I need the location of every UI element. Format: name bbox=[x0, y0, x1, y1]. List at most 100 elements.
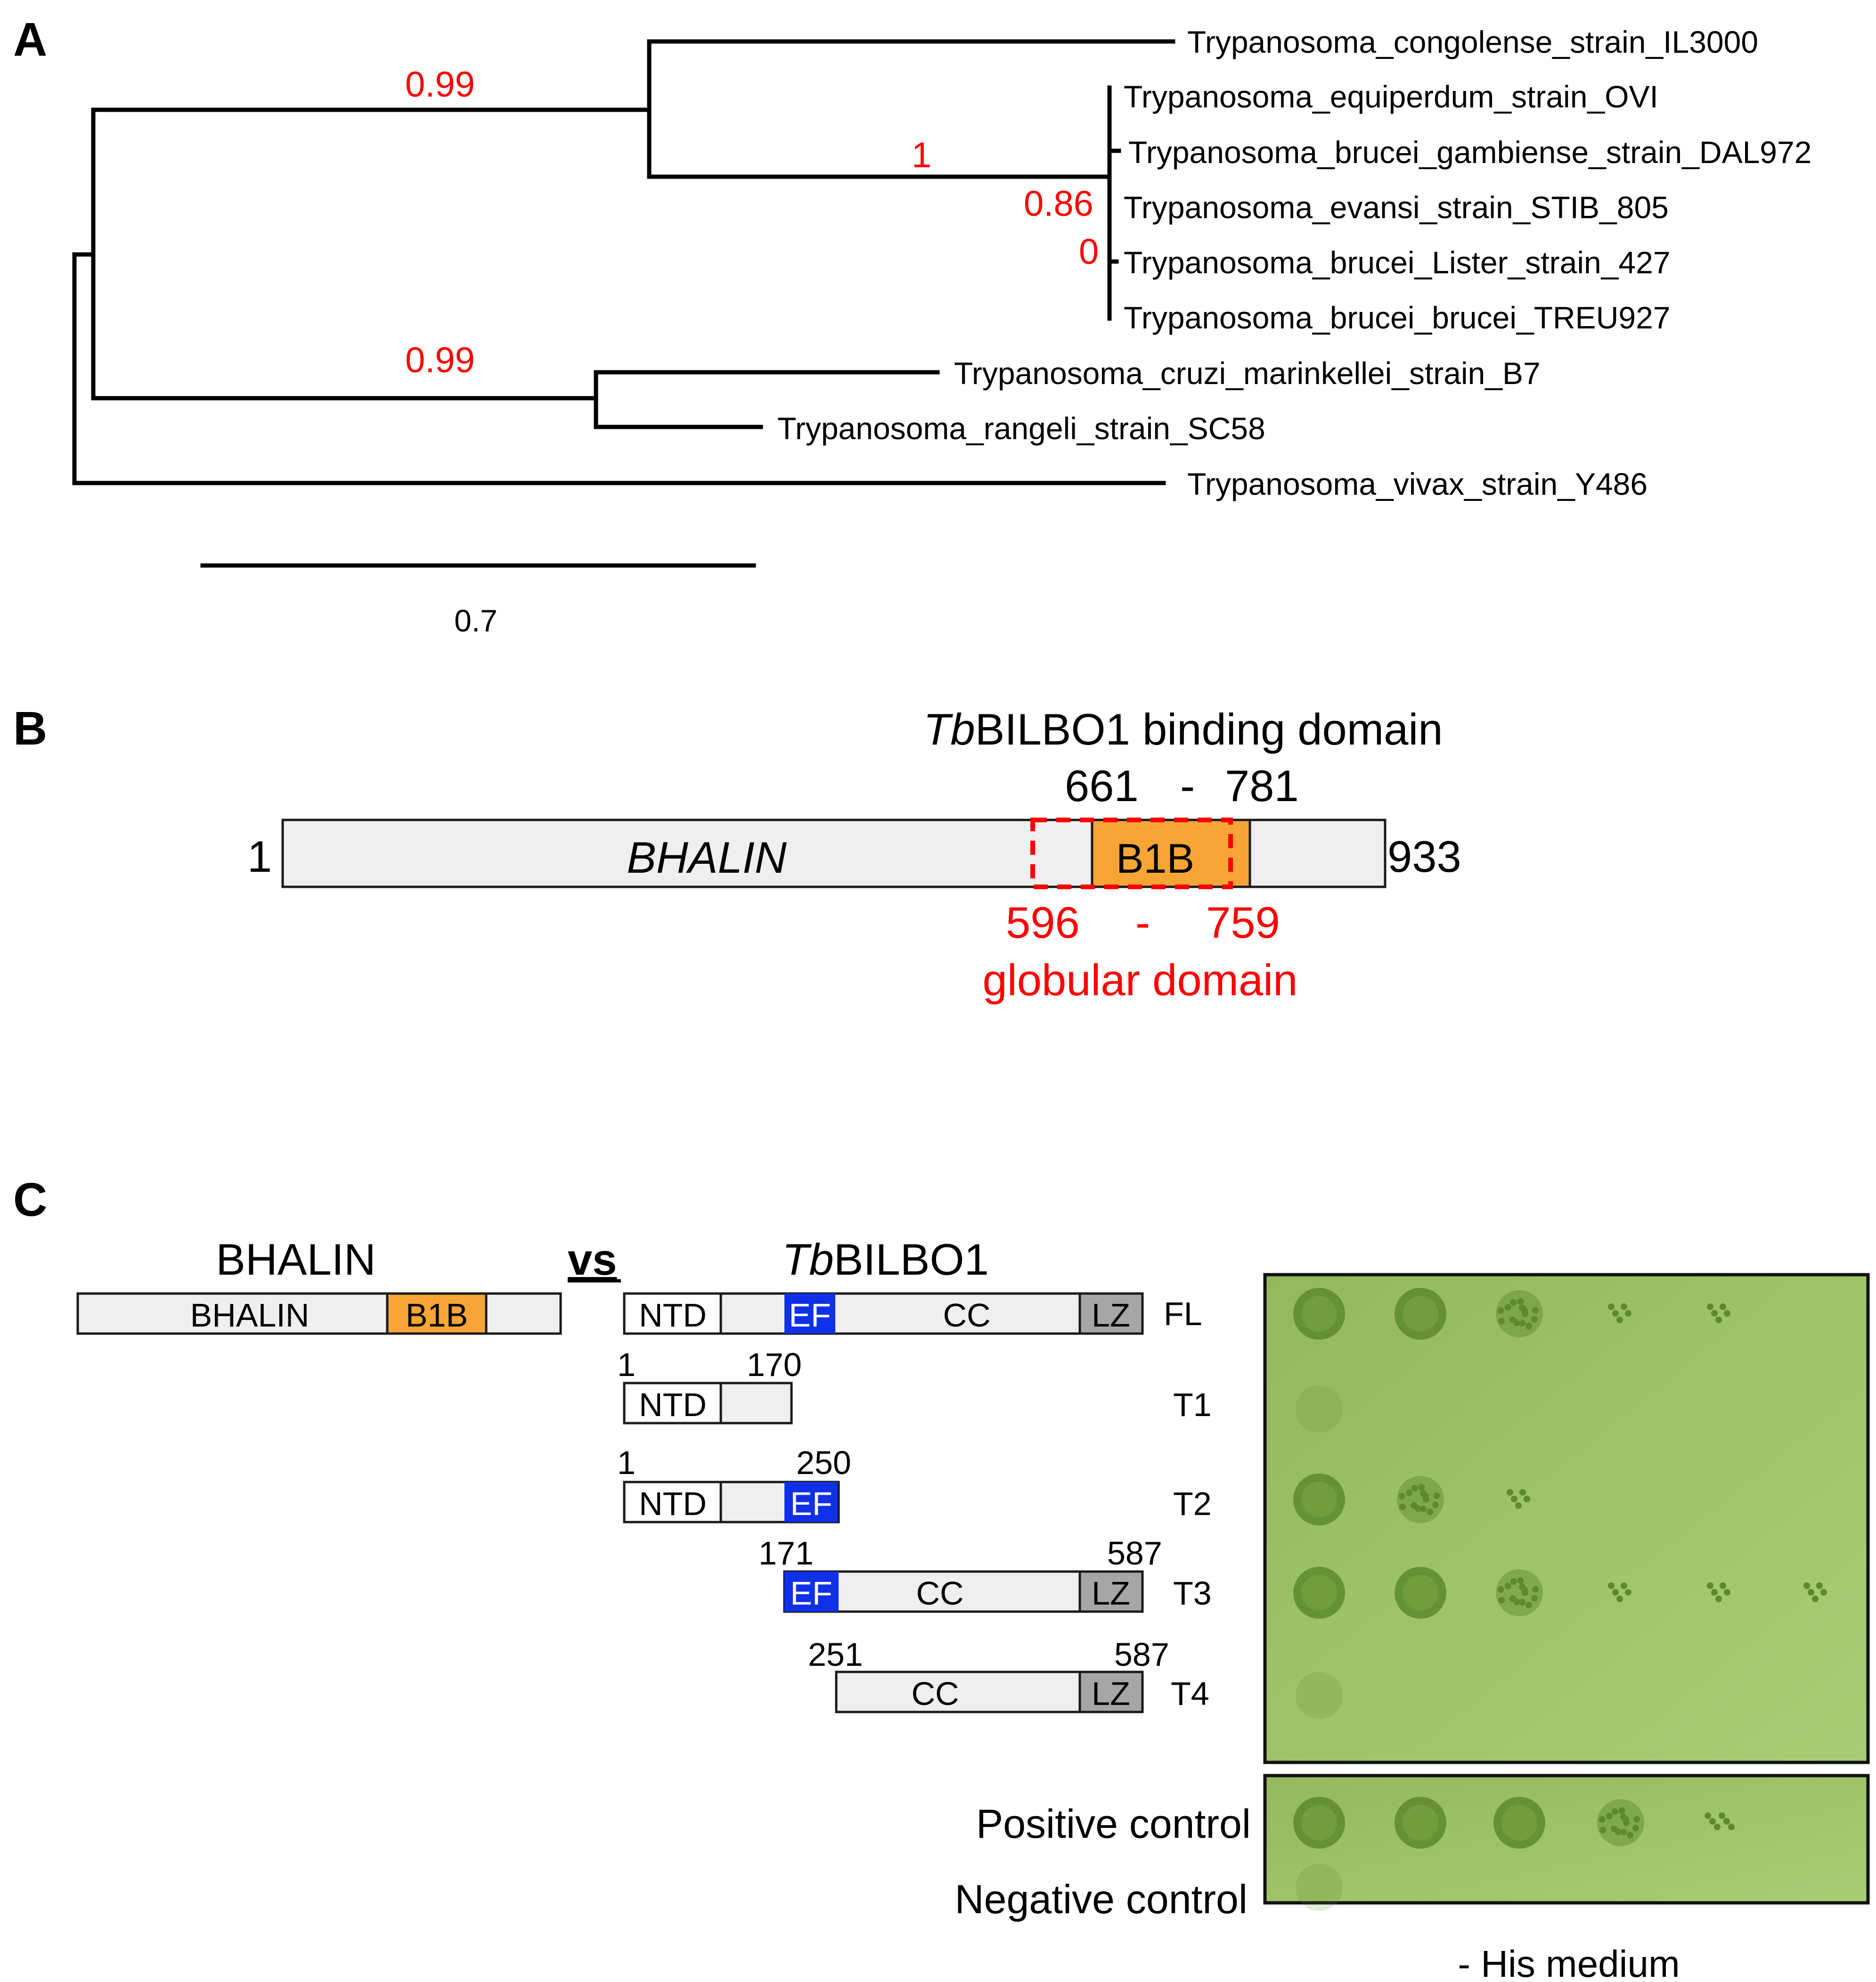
colony-dot bbox=[1517, 1577, 1524, 1584]
colony-dot bbox=[1504, 1303, 1511, 1310]
taxon-label: Trypanosoma_brucei_gambiense_strain_DAL9… bbox=[1128, 135, 1811, 170]
binding-domain-title-italic: Tb bbox=[923, 704, 975, 754]
bait-title: BHALIN bbox=[216, 1235, 376, 1284]
colony-dot bbox=[1705, 1812, 1711, 1819]
colony-dot bbox=[1599, 1816, 1606, 1823]
panel-c-label: C bbox=[13, 1173, 47, 1226]
colony-dot bbox=[1715, 1596, 1722, 1602]
construct-name: T4 bbox=[1171, 1675, 1209, 1712]
vs-label: vs bbox=[568, 1235, 617, 1284]
colony-dot bbox=[1510, 1578, 1517, 1585]
colony-dot bbox=[1405, 1489, 1412, 1496]
colony-dot bbox=[1707, 1582, 1713, 1589]
binding-domain-title: TbBILBO1 binding domain bbox=[923, 704, 1443, 754]
construct-start-residue: 171 bbox=[759, 1535, 814, 1572]
colony-dot bbox=[1728, 1824, 1735, 1830]
colony-dot bbox=[1532, 1586, 1539, 1593]
lz-label: LZ bbox=[1092, 1675, 1130, 1712]
medium-label: - His medium bbox=[1458, 1943, 1680, 1982]
colony-dot bbox=[1632, 1825, 1639, 1832]
colony-dot bbox=[1820, 1589, 1827, 1596]
lz-domain bbox=[1078, 1671, 1144, 1713]
colony-dot bbox=[1515, 1502, 1522, 1509]
colony-dot bbox=[1711, 1589, 1718, 1596]
colony-dot bbox=[1627, 1832, 1634, 1839]
colony-dot bbox=[1498, 1318, 1505, 1325]
growth-spot-center bbox=[1403, 1805, 1438, 1841]
colony-dot bbox=[1611, 1808, 1618, 1815]
ef-label: EF bbox=[789, 1297, 831, 1334]
colony-dot bbox=[1625, 1589, 1631, 1596]
taxon-label: Trypanosoma_vivax_strain_Y486 bbox=[1187, 467, 1648, 501]
colony-dot bbox=[1399, 1503, 1406, 1510]
colony-dot bbox=[1715, 1317, 1722, 1323]
colony-dot bbox=[1511, 1496, 1517, 1502]
bait-b1b-label: B1B bbox=[406, 1297, 468, 1334]
colony-dot bbox=[1719, 1812, 1725, 1819]
colony-dot bbox=[1427, 1508, 1434, 1515]
panel-a-label: A bbox=[13, 13, 47, 66]
prey-title: TbBILBO1 bbox=[782, 1235, 989, 1284]
colony-dot bbox=[1803, 1582, 1810, 1589]
taxon-label: Trypanosoma_cruzi_marinkellei_strain_B7 bbox=[954, 356, 1541, 391]
colony-dot bbox=[1414, 1505, 1421, 1512]
colony-dot bbox=[1616, 1596, 1623, 1602]
colony-dot bbox=[1621, 1582, 1627, 1589]
colony-dot bbox=[1720, 1303, 1726, 1310]
support-values: 0.99 1 0.86 0 0.99 bbox=[405, 65, 1099, 380]
colony-dot bbox=[1633, 1816, 1640, 1823]
ntd-domain bbox=[623, 1481, 722, 1523]
taxon-label: Trypanosoma_brucei_brucei_TREU927 bbox=[1124, 300, 1670, 335]
construct-t3: 171 587 EF CC LZ T3 bbox=[759, 1535, 1212, 1613]
colony-dot bbox=[1518, 1583, 1525, 1590]
bait-bar bbox=[76, 1292, 562, 1335]
colony-dot bbox=[1518, 1304, 1525, 1311]
growth-spot-center bbox=[1301, 1296, 1337, 1332]
protein-start-number: 1 bbox=[247, 832, 272, 881]
negative-control-label: Negative control bbox=[955, 1877, 1248, 1922]
panel-b-label: B bbox=[13, 702, 47, 755]
lz-label: LZ bbox=[1092, 1297, 1130, 1334]
colony-dot bbox=[1504, 1582, 1511, 1589]
globular-domain-label: globular domain bbox=[983, 955, 1298, 1005]
construct-name: T2 bbox=[1173, 1485, 1212, 1522]
ntd-label: NTD bbox=[639, 1297, 707, 1334]
colony-dot bbox=[1498, 1597, 1505, 1604]
bait-construct: BHALIN B1B bbox=[76, 1292, 562, 1335]
colony-dot bbox=[1615, 1828, 1622, 1835]
colony-dot bbox=[1419, 1490, 1427, 1497]
construct-end-residue: 587 bbox=[1107, 1535, 1162, 1572]
colony-dot bbox=[1398, 1493, 1405, 1500]
colony-dot bbox=[1433, 1492, 1440, 1499]
scale-bar-label: 0.7 bbox=[454, 603, 498, 638]
colony-dot bbox=[1620, 1813, 1627, 1820]
taxon-label: Trypanosoma_congolense_strain_IL3000 bbox=[1187, 25, 1758, 59]
ntd-label: NTD bbox=[639, 1485, 707, 1522]
taxon-label: Trypanosoma_evansi_strain_STIB_805 bbox=[1124, 190, 1669, 225]
prey-title-rest: BILBO1 bbox=[834, 1235, 989, 1284]
binding-start-number: 661 bbox=[1065, 761, 1139, 811]
support-value: 0.99 bbox=[405, 65, 475, 105]
ntd-domain bbox=[623, 1292, 722, 1335]
taxon-label: Trypanosoma_rangeli_strain_SC58 bbox=[777, 411, 1265, 446]
ef-domain bbox=[784, 1482, 838, 1522]
construct-end-residue: 170 bbox=[747, 1346, 802, 1383]
growth-spot-center bbox=[1403, 1575, 1438, 1611]
support-value: 0.99 bbox=[405, 340, 475, 380]
binding-end-number: 781 bbox=[1225, 761, 1299, 811]
prey-title-italic: Tb bbox=[782, 1235, 834, 1284]
cc-label: CC bbox=[911, 1675, 959, 1712]
colony-dot bbox=[1510, 1299, 1517, 1306]
growth-spot bbox=[1496, 1290, 1543, 1337]
globular-domain-outline bbox=[1030, 818, 1233, 889]
growth-spot-center bbox=[1301, 1482, 1337, 1517]
construct-t4: 251 587 CC LZ T4 bbox=[808, 1636, 1209, 1713]
colony-dot bbox=[1724, 1589, 1730, 1596]
globular-start-number: 596 bbox=[1006, 898, 1080, 947]
colony-dot bbox=[1507, 1489, 1513, 1496]
construct-t1: 1 170 NTD T1 bbox=[617, 1346, 1212, 1425]
support-value: 0 bbox=[1079, 232, 1099, 272]
cc-label: CC bbox=[943, 1297, 990, 1334]
colony-dot bbox=[1812, 1596, 1819, 1602]
